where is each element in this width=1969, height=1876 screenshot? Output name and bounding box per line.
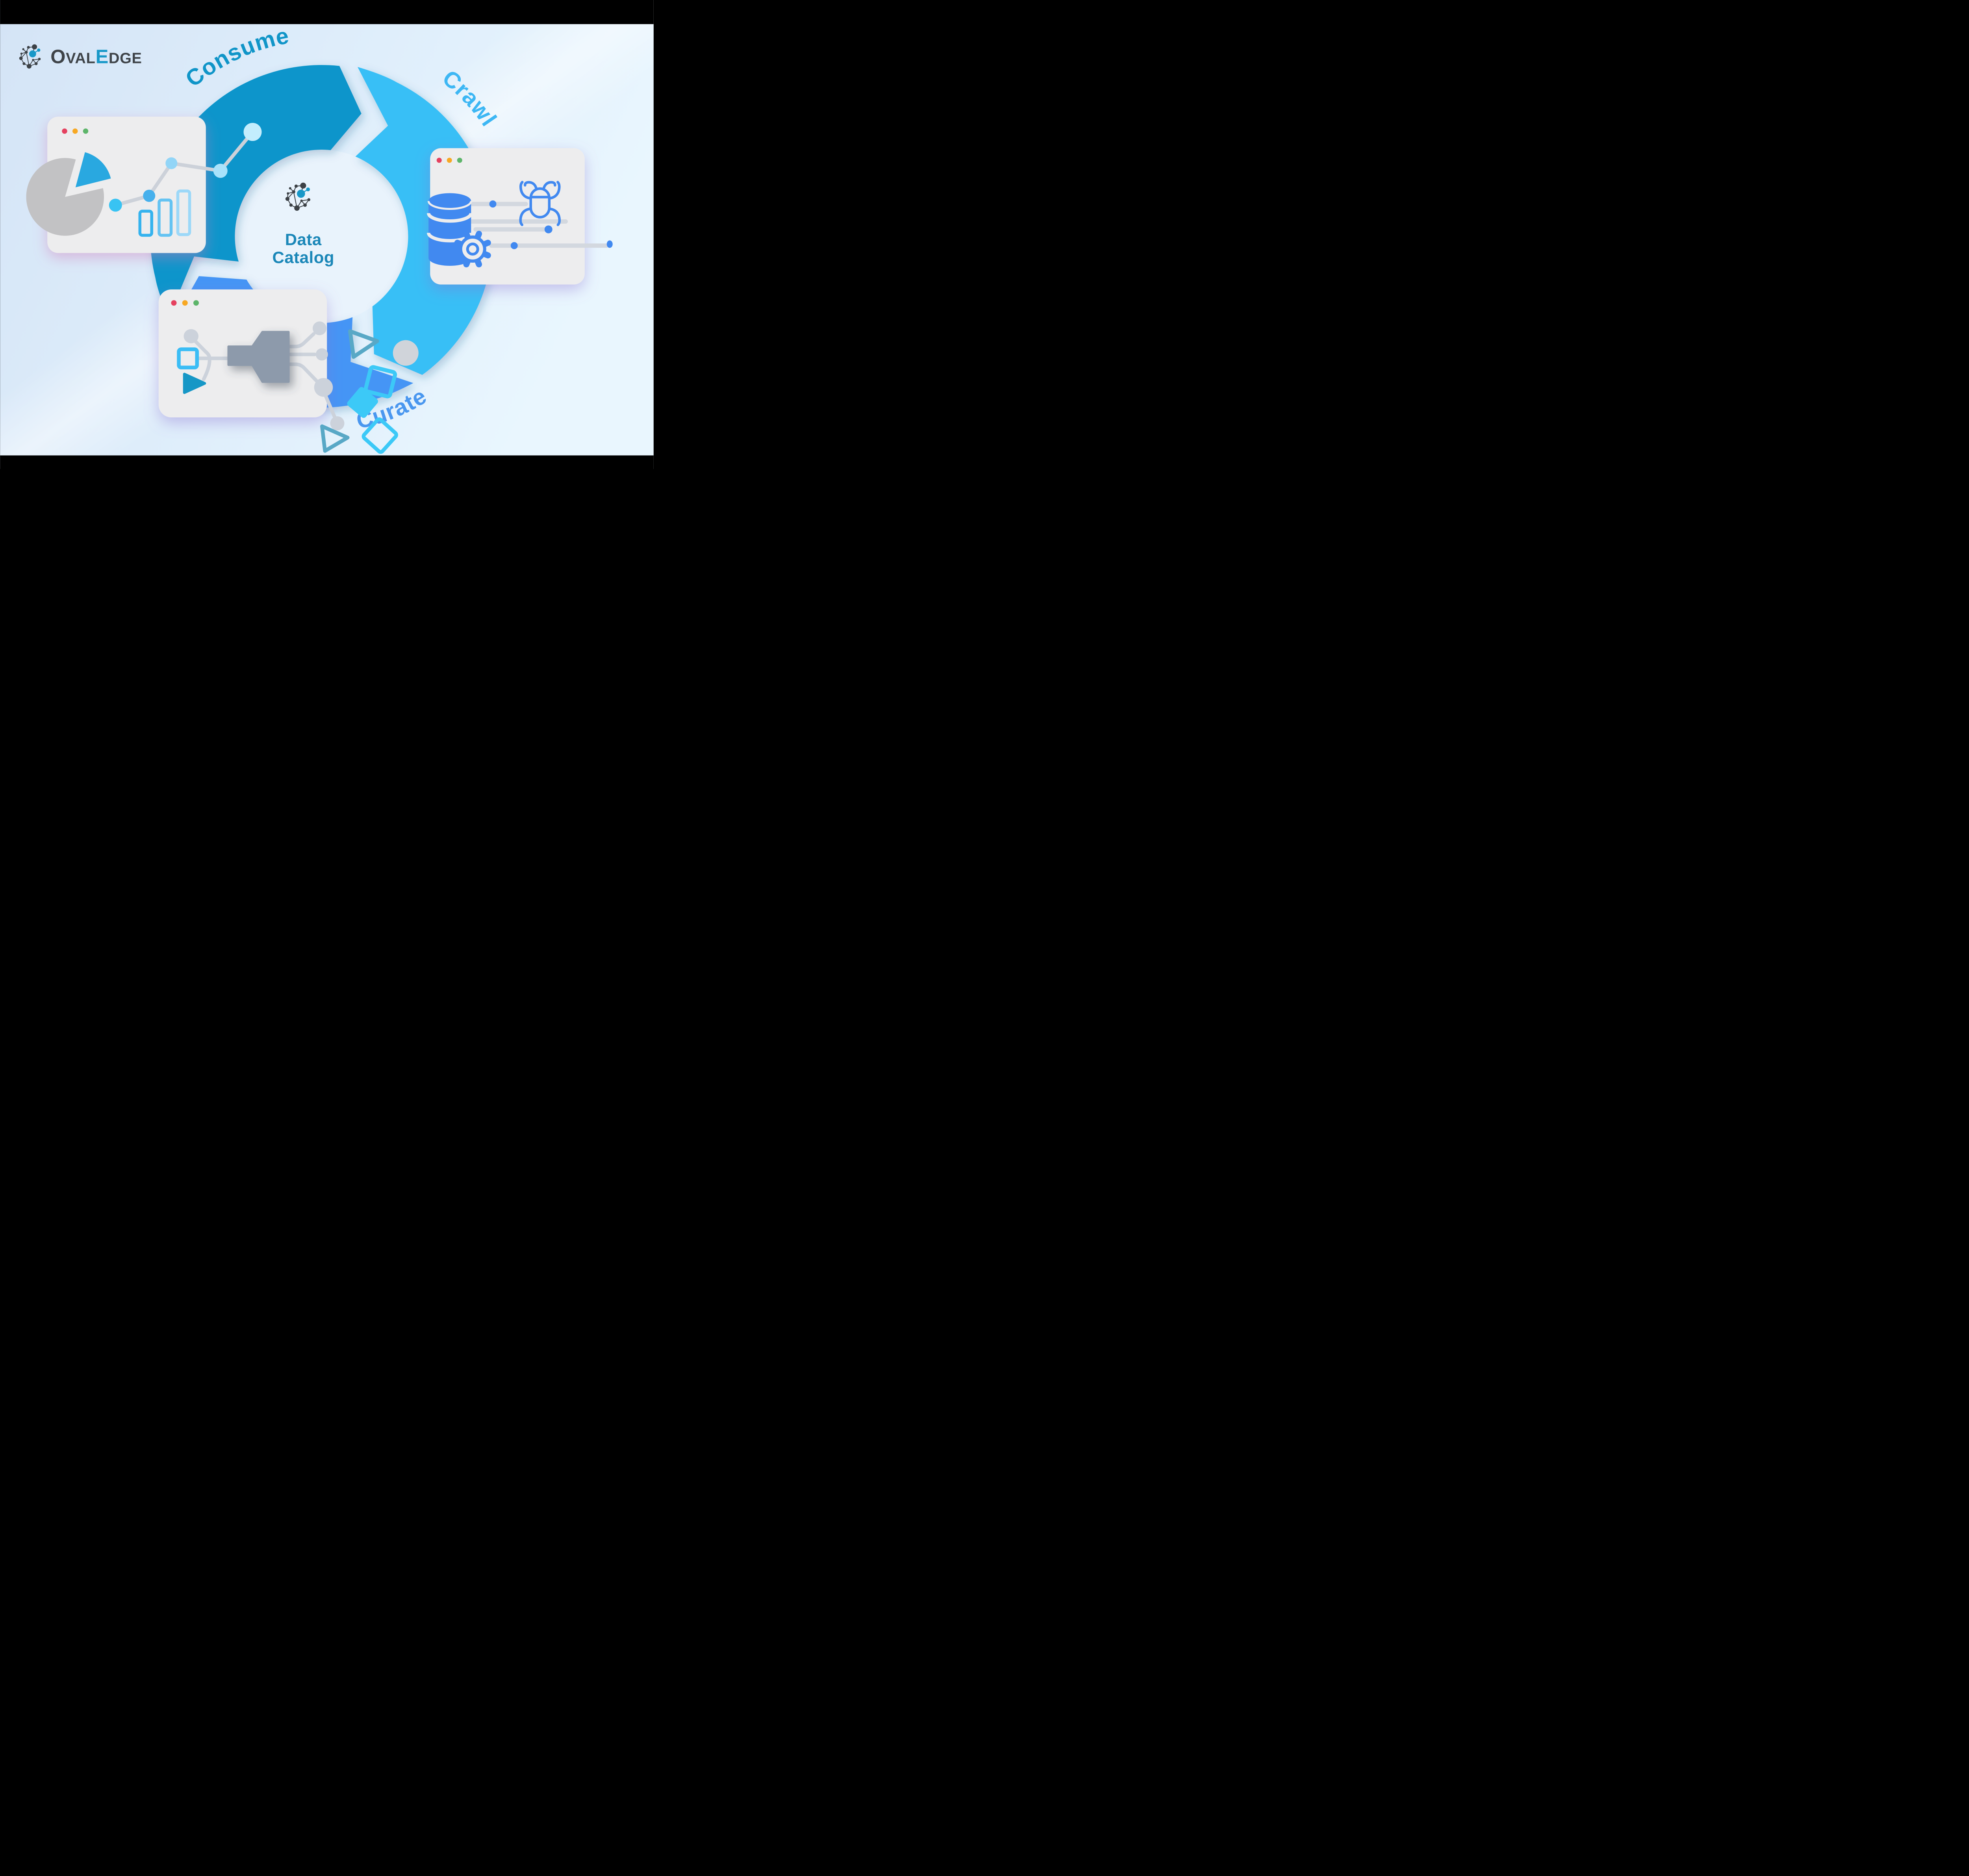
brand-wordmark: OVALEDGE (50, 46, 142, 68)
funnel-icon (227, 331, 290, 383)
pie-chart-icon (26, 152, 111, 236)
triangle-outline-icon (348, 329, 379, 359)
input-connectors (193, 339, 232, 381)
traffic-light-dot (72, 128, 78, 134)
traffic-light-dot (182, 300, 188, 306)
data-catalog-hub: Data Catalog (272, 182, 334, 267)
bar-chart-icon (138, 189, 191, 237)
traffic-lights (171, 300, 199, 306)
line-chart-icon (109, 123, 262, 212)
traffic-lights (436, 158, 462, 163)
crawl-arc (355, 67, 493, 375)
traffic-light-dot (436, 158, 442, 163)
square-outline-icon (363, 365, 397, 399)
traffic-light-dot (83, 128, 89, 134)
traffic-light-dot (193, 300, 199, 306)
traffic-light-dot (62, 128, 67, 134)
curate-pipeline-window (158, 289, 345, 430)
hub-title-line1: Data (285, 230, 322, 249)
traffic-light-dot (171, 300, 177, 306)
letterbox-top (0, 0, 654, 24)
triangle-outline-icon (320, 424, 350, 453)
gear-icon (454, 231, 491, 267)
output-nodes (313, 321, 345, 430)
traffic-lights (62, 128, 89, 134)
input-node-circle (184, 329, 198, 343)
diamond-outline-icon (362, 417, 398, 454)
curated-shapes (320, 329, 419, 454)
brand-logo: OVALEDGE (19, 44, 142, 69)
traffic-light-dot (457, 158, 462, 163)
input-square-icon (177, 347, 199, 369)
data-point-dots (489, 200, 613, 249)
traffic-light-dot (447, 158, 452, 163)
crawl-sources-window (427, 148, 613, 285)
output-connectors (287, 332, 337, 419)
analytics-window (26, 117, 262, 253)
illustration: Consume Crawl Curate (0, 0, 654, 469)
input-triangle-icon (183, 373, 206, 394)
hub-title-line2: Catalog (272, 248, 334, 267)
bug-icon (519, 181, 561, 226)
gray-dot (393, 340, 419, 366)
cycle-hub-circle (235, 150, 408, 323)
scan-lines (468, 202, 609, 248)
infographic-canvas: Consume Crawl Curate (0, 0, 654, 469)
square-filled-icon (347, 387, 378, 418)
letterbox-bottom (0, 455, 654, 469)
